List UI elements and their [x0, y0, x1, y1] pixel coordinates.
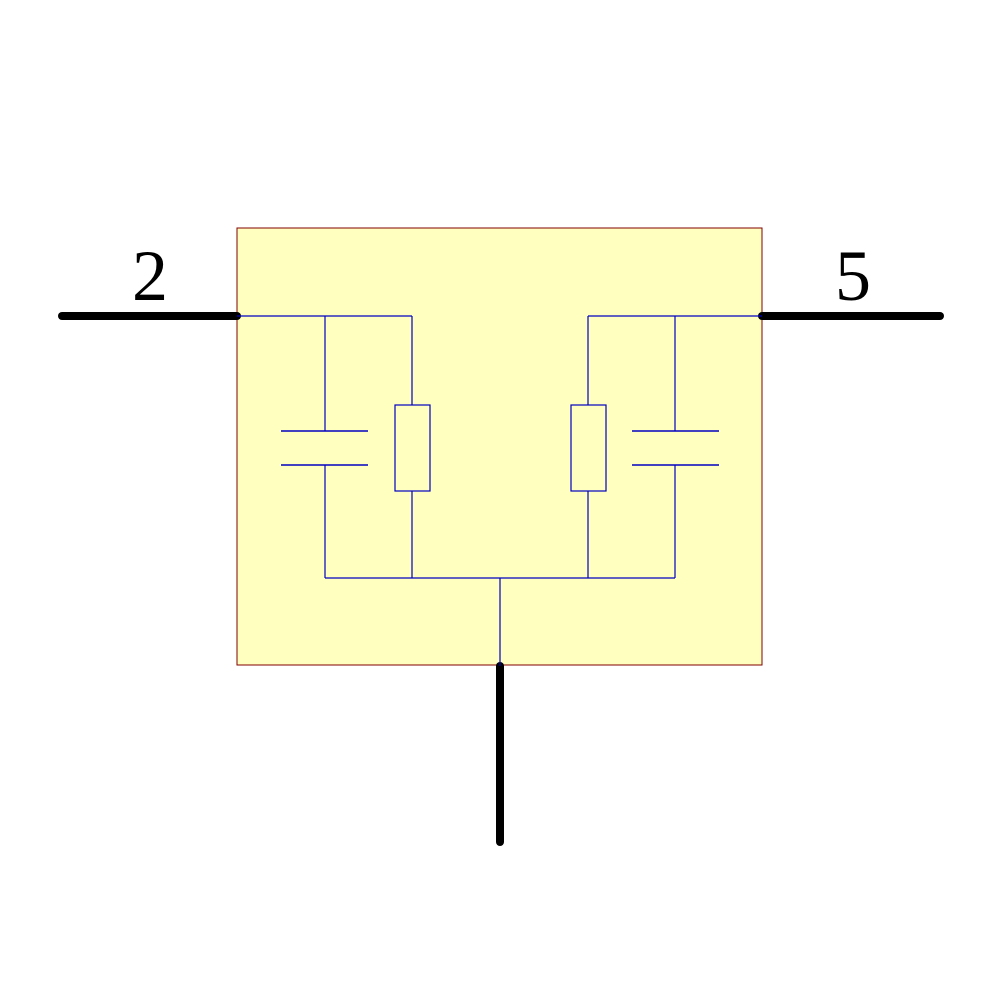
capacitor-icon	[281, 430, 368, 466]
internal-wiring	[237, 315, 762, 666]
pin-right-label: 5	[835, 236, 871, 316]
capacitor-icon	[632, 430, 719, 466]
resistor-icon	[394, 404, 431, 492]
resistor-icon	[570, 404, 607, 492]
pin-left-label: 2	[132, 236, 168, 316]
